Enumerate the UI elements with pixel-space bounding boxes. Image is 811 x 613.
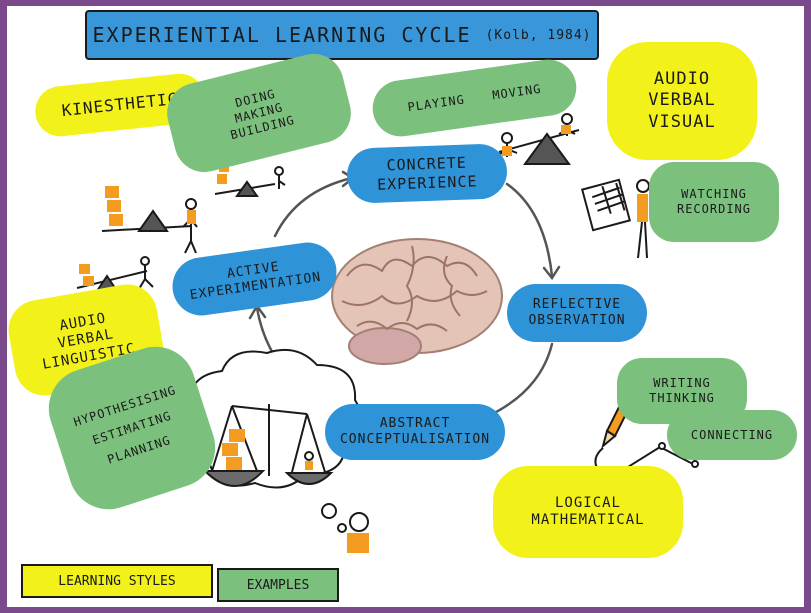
legend-learning-styles: Learning Styles	[21, 564, 213, 598]
style-logical-line2: Mathematical	[531, 512, 645, 528]
style-audio-verbal-visual: AudioVerbalVisual	[607, 42, 757, 160]
style-logical-mathematical: LogicalMathematical	[493, 466, 683, 558]
arrowhead	[542, 265, 561, 281]
example-moving: Moving	[491, 81, 543, 102]
stage-abstract-line1: Abstract	[379, 415, 451, 431]
brain-icon	[331, 238, 503, 365]
arrow-active-to-concrete	[273, 176, 354, 238]
style-av-line1: Audio	[653, 69, 711, 90]
example-writing: Writing	[653, 376, 711, 390]
style-av-line2: Verbal	[648, 90, 716, 111]
seesaw-icon	[498, 113, 580, 165]
example-connecting: Connecting	[667, 410, 797, 460]
example-recording: Recording	[676, 202, 752, 216]
stage-reflective-line2: Observation	[528, 313, 626, 328]
arrow-concrete-to-reflective	[505, 182, 554, 278]
balance-scale-icon	[202, 404, 334, 487]
example-playing: Playing	[406, 91, 466, 114]
example-thinking: Thinking	[649, 391, 715, 405]
diagram-canvas: Experiential Learning Cycle (Kolb, 1984)…	[7, 6, 804, 607]
stage-concrete-line2: Experience	[376, 171, 478, 194]
clipboard-icon	[580, 178, 650, 259]
stage-reflective-observation: ReflectiveObservation	[507, 284, 647, 342]
example-watching: Watching	[681, 187, 747, 201]
legend-examples: Examples	[217, 568, 339, 602]
stick-figure-icon	[347, 512, 369, 553]
diagram-citation: (Kolb, 1984)	[485, 27, 592, 43]
example-watching-recording: WatchingRecording	[649, 162, 779, 242]
stage-concrete-experience: ConcreteExperience	[346, 143, 508, 204]
seesaw-boxes-icon	[76, 162, 286, 292]
stage-abstract-line2: Conceptualisation	[339, 432, 491, 447]
stage-abstract-conceptualisation: AbstractConceptualisation	[325, 404, 505, 460]
style-av-line3: Visual	[648, 111, 716, 132]
stage-reflective-line1: Reflective	[532, 296, 622, 312]
diagram-title: Experiential Learning Cycle	[92, 23, 472, 47]
title-banner: Experiential Learning Cycle (Kolb, 1984)	[85, 10, 599, 60]
style-logical-line1: Logical	[554, 494, 621, 511]
diagram-art	[76, 113, 699, 553]
